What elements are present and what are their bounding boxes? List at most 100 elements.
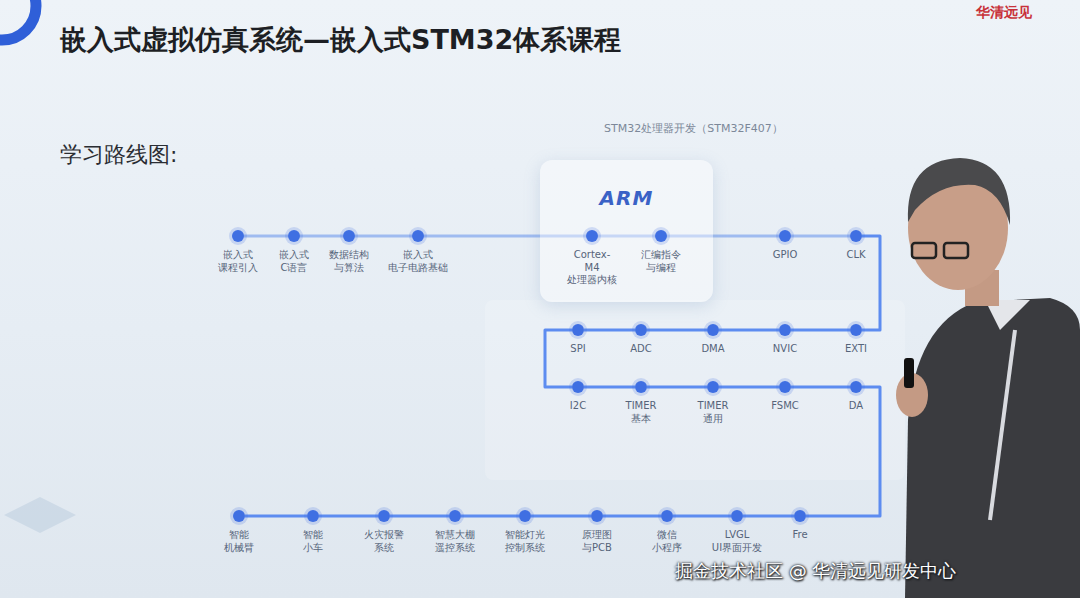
milestone-label: I2C: [570, 400, 586, 413]
cpu-panel: ARMCortex-M4 处理器内核汇编指令 与编程: [540, 160, 713, 302]
presenter-glasses: [912, 243, 936, 258]
milestone-label-group: EXTI: [845, 343, 867, 356]
section-caption: STM32处理器开发（STM32F407）: [604, 121, 783, 136]
milestone-label-group: DMA: [701, 343, 724, 356]
milestone-label-group: TIMER 基本: [626, 400, 657, 425]
milestone-label: 数据结构 与算法: [329, 249, 369, 274]
milestone-label-group: 智能 小车: [303, 529, 323, 554]
route-milestone: Cortex-M4 处理器内核: [586, 230, 598, 242]
milestone-label: GPIO: [773, 249, 798, 262]
route-line: [584, 329, 635, 332]
route-milestone: DA: [850, 381, 862, 393]
milestone-label: NVIC: [773, 343, 797, 356]
route-line: [300, 235, 343, 238]
milestone-label-group: LVGL UI界面开发: [712, 529, 762, 554]
route-milestone: 微信 小程序: [661, 510, 673, 522]
milestone-label-group: Cortex-M4 处理器内核: [567, 249, 617, 287]
route-line: [531, 515, 591, 518]
route-line: [743, 515, 794, 518]
milestone-label-group: 嵌入式 课程引入: [218, 249, 258, 274]
milestone-label: DA: [849, 400, 863, 413]
milestone-label: Cortex-M4 处理器内核: [567, 249, 617, 287]
route-line: [719, 329, 779, 332]
route-milestone: I2C: [572, 381, 584, 393]
route-line: [806, 387, 880, 516]
milestone-label: TIMER 通用: [698, 400, 729, 425]
milestone-label-group: 原理图 与PCB: [582, 529, 612, 554]
milestone-label: 原理图 与PCB: [582, 529, 612, 554]
route-line: [791, 329, 850, 332]
milestone-label-group: 嵌入式 电子电路基础: [388, 249, 448, 274]
section-heading: 学习路线图:: [60, 140, 177, 170]
milestone-label: 智慧大棚 遥控系统: [435, 529, 475, 554]
presenter-hair: [908, 158, 1010, 225]
milestone-label-group: 微信 小程序: [652, 529, 682, 554]
route-line: [647, 386, 707, 389]
milestone-label-group: I2C: [570, 400, 586, 413]
milestone-label-group: 智能 机械臂: [224, 529, 254, 554]
corner-arc: [0, 0, 36, 40]
route-line: [791, 235, 850, 238]
presenter-glasses: [944, 243, 968, 258]
corner-diamond: [4, 497, 76, 533]
milestone-label-group: FSMC: [771, 400, 799, 413]
route-milestone: SPI: [572, 324, 584, 336]
milestone-label: EXTI: [845, 343, 867, 356]
route-milestone: LVGL UI界面开发: [731, 510, 743, 522]
route-line: [647, 329, 707, 332]
route-milestone: 智慧大棚 遥控系统: [449, 510, 461, 522]
milestone-label-group: GPIO: [773, 249, 798, 262]
milestone-label-group: NVIC: [773, 343, 797, 356]
milestone-label: Fre: [792, 529, 807, 542]
route-milestone: 嵌入式 课程引入: [232, 230, 244, 242]
milestone-label-group: SPI: [570, 343, 585, 356]
route-line: [603, 515, 661, 518]
route-milestone: 嵌入式 电子电路基础: [412, 230, 424, 242]
route-milestone: 汇编指令 与编程: [655, 230, 667, 242]
route-line: [245, 515, 307, 518]
route-milestone: 智能灯光 控制系统: [519, 510, 531, 522]
route-milestone: DMA: [707, 324, 719, 336]
milestone-label: 火灾报警 系统: [364, 529, 404, 554]
milestone-label: CLK: [846, 249, 865, 262]
milestone-label: LVGL UI界面开发: [712, 529, 762, 554]
milestone-label-group: 数据结构 与算法: [329, 249, 369, 274]
milestone-label-group: CLK: [846, 249, 865, 262]
milestone-label-group: TIMER 通用: [698, 400, 729, 425]
route-milestone: NVIC: [779, 324, 791, 336]
route-line: [673, 515, 731, 518]
milestone-label-group: 嵌入式 C语言: [279, 249, 309, 274]
route-line: [461, 515, 519, 518]
route-line: [355, 235, 412, 238]
milestone-label: 汇编指令 与编程: [641, 249, 681, 274]
panel-heading: ARM: [540, 186, 713, 210]
milestone-label: FSMC: [771, 400, 799, 413]
milestone-label: 智能灯光 控制系统: [505, 529, 545, 554]
milestone-label-group: 火灾报警 系统: [364, 529, 404, 554]
route-milestone: 智能 小车: [307, 510, 319, 522]
milestone-label: 智能 小车: [303, 529, 323, 554]
route-milestone: 智能 机械臂: [233, 510, 245, 522]
milestone-label: DMA: [701, 343, 724, 356]
brand-logo: 华清远见: [976, 4, 1032, 22]
route-milestone: 原理图 与PCB: [591, 510, 603, 522]
route-milestone: ADC: [635, 324, 647, 336]
microphone: [904, 358, 914, 388]
slide-title: 嵌入式虚拟仿真系统—嵌入式STM32体系课程: [60, 22, 621, 58]
route-milestone: CLK: [850, 230, 862, 242]
route-line: [319, 515, 378, 518]
milestone-label: ADC: [630, 343, 652, 356]
milestone-label-group: 智能灯光 控制系统: [505, 529, 545, 554]
route-line: [791, 386, 850, 389]
watermark: 掘金技术社区 @ 华清远见研发中心: [675, 559, 956, 583]
milestone-label-group: DA: [849, 400, 863, 413]
milestone-label: 智能 机械臂: [224, 529, 254, 554]
route-line: [390, 515, 449, 518]
milestone-label-group: Fre: [792, 529, 807, 542]
route-milestone: TIMER 基本: [635, 381, 647, 393]
route-milestone: FSMC: [779, 381, 791, 393]
route-milestone: TIMER 通用: [707, 381, 719, 393]
presenter-lanyard: [990, 330, 1015, 520]
route-milestone: EXTI: [850, 324, 862, 336]
